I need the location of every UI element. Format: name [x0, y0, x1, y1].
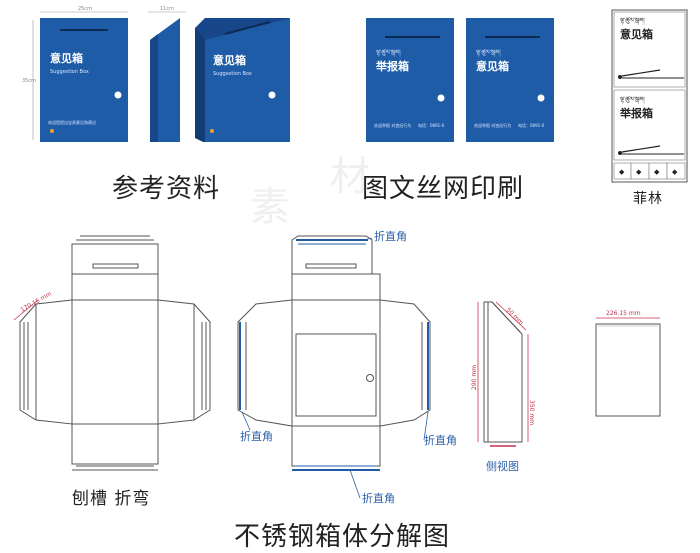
film-caption: 菲林 — [633, 191, 663, 207]
silkscreen-box-1-title: 举报箱 — [375, 59, 409, 73]
silkscreen-box-2-tibetan: ལྟ་ཚུལ་སྒམ། — [476, 48, 501, 57]
side-dim-right: 350 mm — [528, 400, 535, 425]
reference-front-subtitle: Suggestion Box — [50, 69, 89, 75]
film-bottom-tibetan: ལྟ་ཚུལ་སྒམ། — [620, 95, 645, 104]
reference-angled-subtitle: Suggestion Box — [213, 71, 252, 77]
silkscreen-boxes: ལྟ་ཚུལ་སྒམ། 举报箱 欢迎举报 对违纪行为 电话：0891-6 ལྟ་… — [366, 18, 554, 142]
lock-icon — [437, 94, 445, 102]
silkscreen-box-1 — [366, 18, 454, 142]
back-width-dim: 226.15 mm — [606, 310, 641, 317]
svg-text:材: 材 — [330, 154, 370, 200]
fold-note-right: 折直角 — [424, 433, 457, 447]
silkscreen-box-1-footer-right: 电话：0891-6 — [418, 122, 445, 128]
unfolded-box-1 — [19, 235, 211, 471]
main-caption: 不锈钢箱体分解图 — [234, 522, 451, 552]
height-dim: 35cm — [22, 78, 36, 84]
illustration-canvas: 25cm 11cm 35cm 意见箱 Suggestion Box 欢迎您提出宝… — [13, 6, 688, 552]
reference-boxes: 25cm 11cm 35cm 意见箱 Suggestion Box 欢迎您提出宝… — [22, 6, 290, 142]
film-top-tibetan: ལྟ་ཚུལ་སྒམ། — [620, 16, 645, 25]
reference-front-title: 意见箱 — [50, 51, 83, 65]
fold-note-left: 折直角 — [240, 429, 273, 443]
watermark: 素 材 — [250, 154, 370, 230]
diagram-svg: 25cm 11cm 35cm 意见箱 Suggestion Box 欢迎您提出宝… — [13, 6, 688, 505]
lock-icon — [268, 91, 276, 99]
silkscreen-caption: 图文丝网印刷 — [362, 174, 525, 204]
groove-caption: 刨槽 折弯 — [72, 489, 151, 509]
fold-note-bottom: 折直角 — [362, 491, 395, 505]
film-top-title: 意见箱 — [620, 27, 653, 41]
side-view — [483, 301, 523, 443]
silkscreen-box-2-footer-left: 欢迎举报 对违纪行为 — [474, 122, 511, 128]
silkscreen-box-1-footer-left: 欢迎举报 对违纪行为 — [374, 122, 411, 128]
film-sheet: ལྟ་ཚུལ་སྒམ། 意见箱 ལྟ་ཚུལ་སྒམ། 举报箱 ◆ ◆ ◆ ◆ — [611, 9, 688, 183]
unfolded-box-2 — [237, 235, 431, 471]
fold-note-top: 折直角 — [374, 229, 407, 243]
reference-caption: 参考资料 — [112, 174, 221, 204]
reference-front-footer: 欢迎您提出宝贵意见和建议 — [48, 119, 96, 125]
svg-text:◆: ◆ — [672, 168, 678, 176]
film-bottom-title: 举报箱 — [619, 106, 653, 120]
lock-icon — [537, 94, 545, 102]
side-dim-left: 290 mm — [471, 365, 478, 390]
top-width-dim: 25cm — [78, 6, 92, 12]
svg-text:◆: ◆ — [636, 168, 642, 176]
silkscreen-box-2-title: 意见箱 — [476, 59, 509, 73]
reference-angled-box — [205, 18, 290, 142]
silkscreen-box-2 — [466, 18, 554, 142]
reference-front-box — [40, 18, 128, 142]
side-view-label: 侧视图 — [486, 459, 519, 473]
lock-icon — [114, 91, 122, 99]
svg-text:◆: ◆ — [654, 168, 660, 176]
reference-angled-title: 意见箱 — [213, 53, 246, 67]
svg-text:素: 素 — [250, 184, 290, 230]
svg-text:◆: ◆ — [619, 168, 625, 176]
silkscreen-box-2-footer-right: 电话：0891-6 — [518, 122, 545, 128]
side-width-dim: 11cm — [160, 6, 174, 12]
silkscreen-box-1-tibetan: ལྟ་ཚུལ་སྒམ། — [376, 48, 401, 57]
back-panel: 226.15 mm — [595, 310, 661, 417]
